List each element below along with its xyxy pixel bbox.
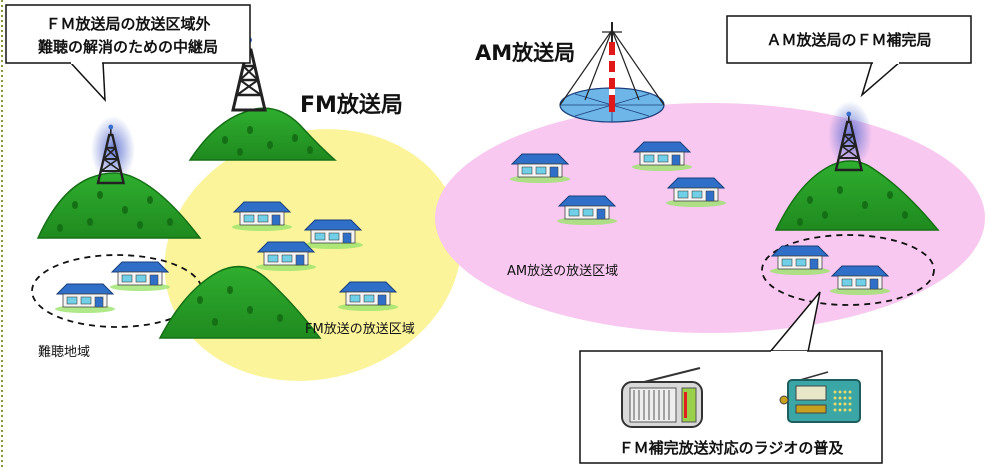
relay-callout-line1: ＦＭ放送局の放送区域外 [45, 15, 210, 33]
house-icon [231, 201, 293, 232]
am-fm-callout-text: ＡＭ放送局のＦＭ補完局 [766, 31, 931, 49]
portable-radio-icon [621, 367, 703, 428]
house-icon [54, 283, 116, 314]
am-tower-icon [559, 22, 665, 123]
am-area-label: AM放送の放送区域 [507, 264, 618, 279]
table-radio-icon [779, 371, 861, 423]
complement-area-ellipse [761, 234, 935, 306]
house-icon [255, 241, 317, 272]
fm-area-label: FM放送の放送区域 [305, 322, 415, 337]
am-fm-callout: ＡＭ放送局のＦＭ補完局 [726, 15, 972, 98]
house-icon [556, 195, 618, 226]
fm-complement-mountain [774, 160, 940, 231]
radio-callout-text: ＦＭ補完放送対応のラジオの普及 [619, 439, 845, 457]
house-icon [337, 281, 399, 312]
difficult-area-label: 難聴地域 [38, 345, 90, 360]
relay-callout-line2: 難聴の解消のための中継局 [38, 38, 218, 56]
house-icon [631, 141, 693, 172]
house-icon [302, 219, 364, 250]
house-icon [829, 265, 891, 296]
fm-station-label: FM放送局 [300, 92, 403, 118]
radio-callout: ＦＭ補完放送対応のラジオの普及 [579, 291, 883, 464]
relay-callout: ＦＭ放送局の放送区域外 難聴の解消のための中継局 [5, 4, 251, 103]
house-icon [509, 153, 571, 184]
house-icon [769, 245, 831, 276]
am-station-label: AM放送局 [475, 41, 575, 65]
relay-mountain [36, 172, 202, 239]
house-icon [665, 177, 727, 208]
house-icon [109, 261, 171, 292]
middle-mountain [158, 265, 322, 339]
fm-station-mountain [188, 107, 337, 161]
